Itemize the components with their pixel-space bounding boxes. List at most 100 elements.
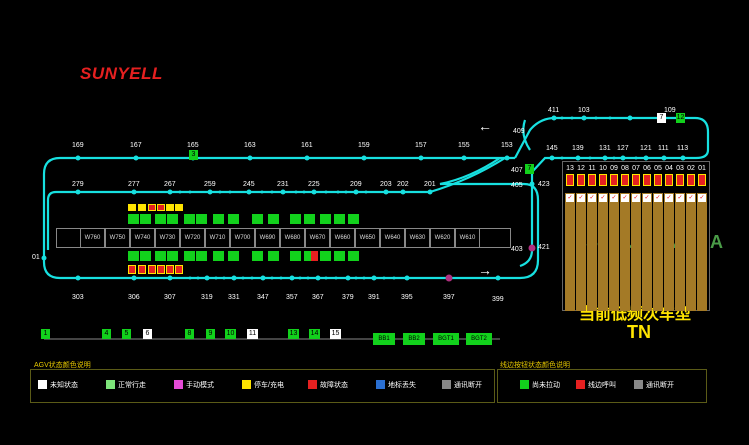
line-button[interactable] <box>140 251 151 261</box>
node-label: 155 <box>458 142 470 149</box>
line-button[interactable] <box>290 214 301 224</box>
line-button-red[interactable] <box>311 251 318 261</box>
workstation-cell[interactable]: W620 <box>430 228 455 248</box>
agv-indicator[interactable]: 10 <box>225 329 236 339</box>
line-button[interactable] <box>334 214 345 224</box>
node-label: 111 <box>658 145 669 152</box>
slot-lane[interactable] <box>565 193 575 311</box>
workstation-cell[interactable]: W750 <box>105 228 130 248</box>
agv-7-green[interactable]: 7 <box>525 164 534 174</box>
bgt1-button[interactable]: BGT1 <box>433 333 459 345</box>
slot-lane[interactable] <box>653 193 663 311</box>
workstation-cell[interactable]: W630 <box>405 228 430 248</box>
agv-indicator[interactable]: 4 <box>102 329 111 339</box>
agv-indicator[interactable]: 6 <box>143 329 152 339</box>
line-button[interactable] <box>348 214 359 224</box>
line-button[interactable] <box>268 251 279 261</box>
slot-status <box>621 174 629 186</box>
agv-indicator[interactable]: 1 <box>41 329 50 339</box>
slot-lane[interactable] <box>620 193 630 311</box>
agv-indicator[interactable]: 13 <box>288 329 299 339</box>
agv-indicator[interactable]: 8 <box>185 329 194 339</box>
line-button[interactable] <box>184 214 195 224</box>
workstation-cell[interactable]: W720 <box>180 228 205 248</box>
workstation-cell[interactable]: W680 <box>280 228 305 248</box>
agv-indicator[interactable]: 14 <box>309 329 320 339</box>
line-button[interactable] <box>213 251 224 261</box>
line-button[interactable] <box>128 214 139 224</box>
slot-lane[interactable] <box>642 193 652 311</box>
slot-lane[interactable] <box>631 193 641 311</box>
line-button[interactable] <box>167 214 178 224</box>
slot-status <box>687 174 695 186</box>
line-button[interactable] <box>196 251 207 261</box>
slot-check-icon: ✓ <box>654 194 662 202</box>
legend-item: 通讯断开 <box>646 382 674 389</box>
line-button[interactable] <box>320 214 331 224</box>
agv-indicator[interactable]: 11 <box>247 329 258 339</box>
workstation-cell[interactable]: W710 <box>205 228 230 248</box>
workstation-cell[interactable]: W740 <box>130 228 155 248</box>
line-button[interactable] <box>334 251 345 261</box>
agv-7-white[interactable]: 7 <box>657 113 666 123</box>
slot-number: 02 <box>687 165 695 172</box>
workstation-cell[interactable]: W730 <box>155 228 180 248</box>
bb2-button[interactable]: BB2 <box>403 333 425 345</box>
workstation-cell[interactable]: W690 <box>255 228 280 248</box>
line-button[interactable] <box>252 214 263 224</box>
slot-number: 12 <box>577 165 585 172</box>
line-button[interactable] <box>228 214 239 224</box>
slot-check-icon: ✓ <box>676 194 684 202</box>
agv-12[interactable]: 12 <box>676 113 685 123</box>
slot-status <box>632 174 640 186</box>
slot-lane[interactable] <box>697 193 707 311</box>
line-button[interactable] <box>268 214 279 224</box>
agv-indicator[interactable]: 9 <box>206 329 215 339</box>
agv-indicator[interactable]: 15 <box>330 329 341 339</box>
slot-check-icon: ✓ <box>566 194 574 202</box>
slot-lane[interactable] <box>675 193 685 311</box>
slot-lane[interactable] <box>609 193 619 311</box>
line-button[interactable] <box>184 251 195 261</box>
workstation-cell[interactable]: W660 <box>330 228 355 248</box>
node-label: 277 <box>128 181 140 188</box>
slot-lane[interactable] <box>587 193 597 311</box>
line-button[interactable] <box>348 251 359 261</box>
line-button[interactable] <box>252 251 263 261</box>
red-indicator <box>166 265 174 274</box>
line-button[interactable] <box>140 214 151 224</box>
line-button[interactable] <box>304 251 315 261</box>
line-button[interactable] <box>167 251 178 261</box>
line-button[interactable] <box>128 251 139 261</box>
workstation-cell[interactable]: W700 <box>230 228 255 248</box>
workstation-cell[interactable]: W670 <box>305 228 330 248</box>
line-button[interactable] <box>155 251 166 261</box>
agv-3[interactable]: 3 <box>189 150 198 160</box>
current-car-type-value: TN <box>627 322 651 342</box>
workstation-cell[interactable]: W760 <box>80 228 105 248</box>
line-button[interactable] <box>320 251 331 261</box>
slot-lane[interactable] <box>664 193 674 311</box>
line-button[interactable] <box>213 214 224 224</box>
slot-lane[interactable] <box>598 193 608 311</box>
swatch-normal <box>106 380 115 389</box>
slot-lane[interactable] <box>686 193 696 311</box>
workstation-cell[interactable]: W640 <box>380 228 405 248</box>
node-label: 407 <box>511 167 523 174</box>
slot-status <box>654 174 662 186</box>
workstation-cell[interactable]: W650 <box>355 228 380 248</box>
bgt2-button[interactable]: BGT2 <box>466 333 492 345</box>
node-label: 319 <box>201 294 213 301</box>
line-button[interactable] <box>196 214 207 224</box>
slot-check-icon: ✓ <box>698 194 706 202</box>
line-button[interactable] <box>304 214 315 224</box>
workstation-cell[interactable]: W610 <box>455 228 480 248</box>
line-button[interactable] <box>155 214 166 224</box>
node-label: 157 <box>415 142 427 149</box>
line-button[interactable] <box>290 251 301 261</box>
slot-lane[interactable] <box>576 193 586 311</box>
line-button[interactable] <box>228 251 239 261</box>
node-label: 245 <box>243 181 255 188</box>
bb1-button[interactable]: BB1 <box>373 333 395 345</box>
agv-indicator[interactable]: 5 <box>122 329 131 339</box>
